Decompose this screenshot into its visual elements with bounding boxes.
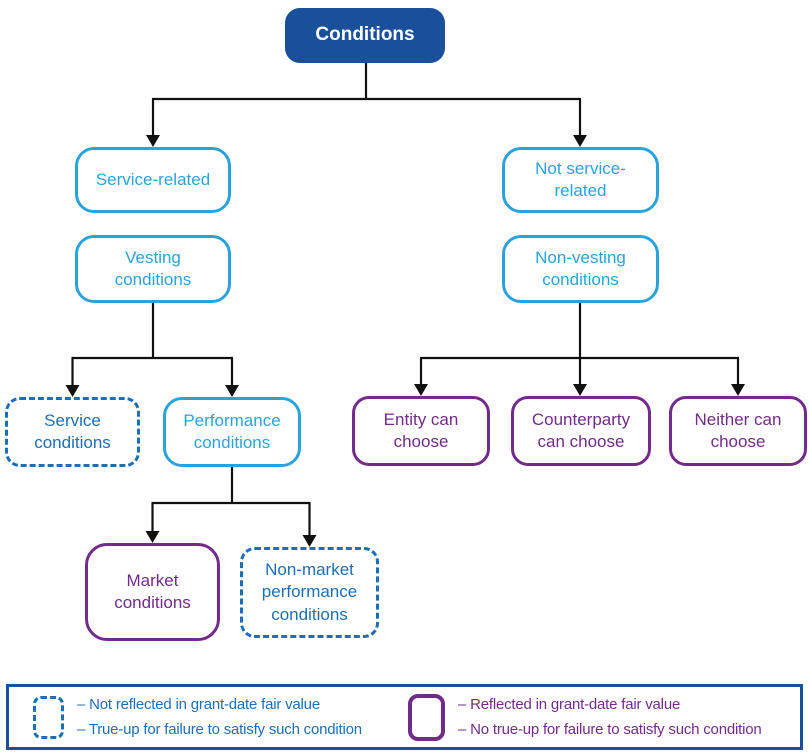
legend-dashed-line1: – Not reflected in grant-date fair value — [77, 696, 320, 713]
legend: – Not reflected in grant-date fair value… — [6, 684, 803, 750]
legend-item-dashed: – Not reflected in grant-date fair value… — [33, 687, 362, 747]
node-conditions: Conditions — [285, 8, 445, 63]
node-neither-can-choose: Neither can choose — [669, 396, 807, 466]
legend-dashed-line2: – True-up for failure to satisfy such co… — [77, 721, 362, 738]
node-market-conditions: Market conditions — [85, 543, 220, 641]
node-non-vesting-conditions: Non-vesting conditions — [502, 235, 659, 303]
node-entity-can-choose: Entity can choose — [352, 396, 490, 466]
legend-solid-line2: – No true-up for failure to satisfy such… — [458, 721, 762, 738]
node-vesting-conditions: Vesting conditions — [75, 235, 231, 303]
legend-item-solid: – Reflected in grant-date fair value – N… — [408, 687, 762, 747]
node-not-service-related: Not service- related — [502, 147, 659, 213]
dashed-box-swatch-icon — [33, 695, 64, 739]
node-non-market-performance-conditions: Non-market performance conditions — [240, 547, 379, 638]
legend-solid-line1: – Reflected in grant-date fair value — [458, 696, 681, 713]
solid-box-swatch-icon — [408, 693, 445, 741]
node-service-related: Service-related — [75, 147, 231, 213]
node-counterparty-can-choose: Counterparty can choose — [511, 396, 651, 466]
node-service-conditions: Service conditions — [5, 397, 140, 467]
node-performance-conditions: Performance conditions — [163, 397, 301, 467]
